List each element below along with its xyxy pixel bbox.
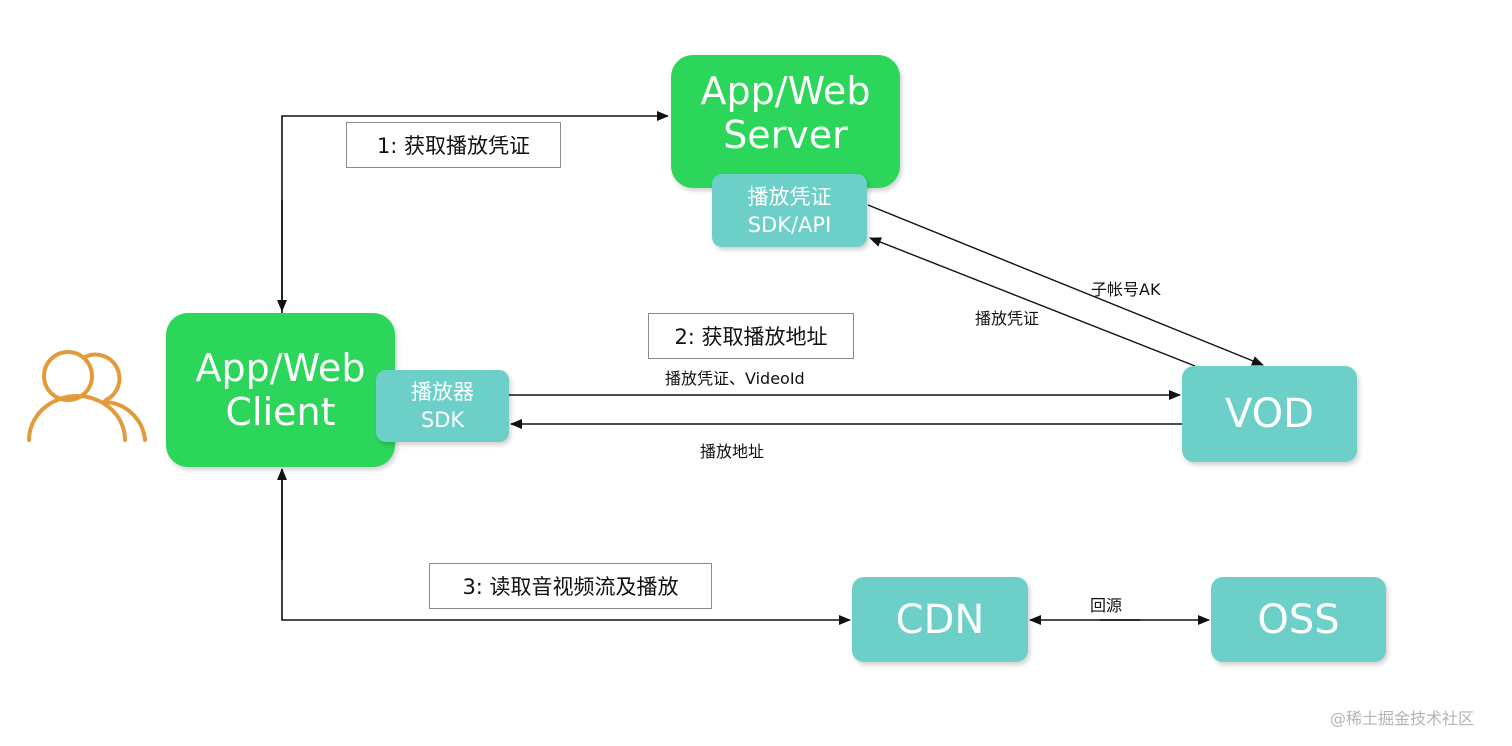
client-label-line2: Client <box>225 390 336 434</box>
server-label-line2: Server <box>723 112 848 157</box>
cdn-label: CDN <box>895 596 985 643</box>
cdn-node[interactable]: CDN <box>852 577 1028 662</box>
edge-label-play-credential: 播放凭证 <box>975 309 1040 328</box>
arrow-server-to-vod <box>867 204 1264 366</box>
vod-label: VOD <box>1225 391 1314 437</box>
client-label-line1: App/Web <box>195 346 366 390</box>
arrow-vod-to-server <box>869 237 1196 367</box>
edge-label-back-to-origin: 回源 <box>1090 596 1123 615</box>
player-sdk-node[interactable]: 播放器 SDK <box>376 370 509 442</box>
oss-node[interactable]: OSS <box>1211 577 1386 662</box>
server-sdk-label-line2: SDK/API <box>747 212 832 237</box>
edge-label-play-url: 播放地址 <box>700 442 765 461</box>
watermark: @稀土掘金技术社区 <box>1330 709 1475 728</box>
app-web-server-node[interactable]: App/Web Server <box>671 55 900 188</box>
step-2-label: 2: 获取播放地址 <box>648 313 854 359</box>
vod-node[interactable]: VOD <box>1182 366 1357 462</box>
oss-label: OSS <box>1257 596 1340 643</box>
step-3-label: 3: 读取音视频流及播放 <box>429 563 712 609</box>
credential-sdk-api-node[interactable]: 播放凭证 SDK/API <box>712 174 867 247</box>
server-label-line1: App/Web <box>700 68 871 113</box>
server-sdk-label-line1: 播放凭证 <box>747 184 832 209</box>
player-sdk-label-line1: 播放器 <box>411 380 474 404</box>
users-icon <box>27 350 147 442</box>
edge-label-credential-videoid: 播放凭证、VideoId <box>665 369 805 388</box>
player-sdk-label-line2: SDK <box>420 408 465 432</box>
step-1-label: 1: 获取播放凭证 <box>346 122 561 168</box>
edge-label-subaccount-ak: 子帐号AK <box>1091 280 1161 299</box>
app-web-client-node[interactable]: App/Web Client <box>166 313 395 467</box>
